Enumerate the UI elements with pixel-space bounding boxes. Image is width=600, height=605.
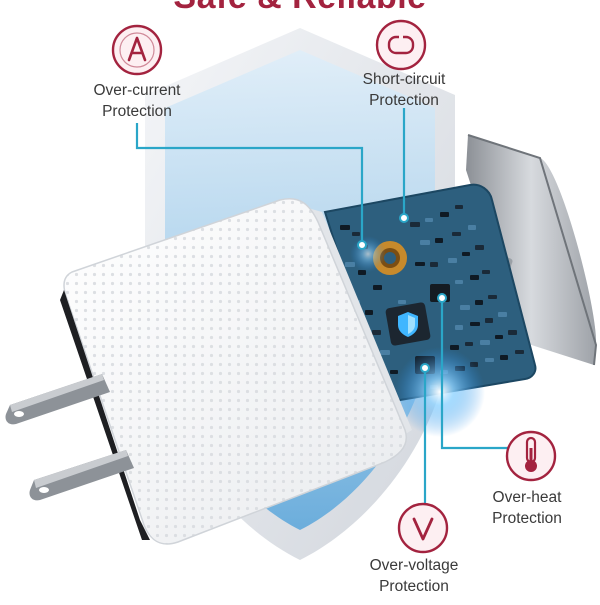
pcb-component (410, 222, 420, 227)
pcb-component (430, 262, 438, 267)
pcb-component (380, 350, 390, 355)
pcb-component (488, 295, 497, 299)
pcb-component (340, 225, 350, 230)
callout-lines (135, 108, 508, 505)
pcb-component (452, 232, 461, 236)
charger-body (60, 198, 412, 545)
pcb-component (482, 270, 490, 274)
pcb-component (470, 322, 480, 326)
feature-label-short-circuit: Short-circuit Protection (362, 71, 446, 109)
pcb-component (455, 205, 463, 209)
current-icon (111, 24, 163, 76)
callout-line-over-current (135, 123, 364, 245)
pcb-component (420, 240, 430, 245)
pcb-component (373, 285, 382, 290)
voltage-icon (397, 502, 449, 554)
pcb-component (468, 225, 476, 230)
pcb-component (460, 305, 470, 310)
pcb-component (500, 355, 508, 360)
feature-label-over-current: Over-current Protection (93, 82, 181, 120)
pcb-component (440, 212, 449, 217)
thermometer-icon (505, 430, 557, 482)
pcb-component (475, 245, 484, 250)
pcb-component (448, 258, 457, 263)
pcb-component (415, 262, 425, 266)
pcb-component (390, 370, 398, 374)
pcb-component (470, 275, 479, 280)
pcb-component (462, 252, 470, 256)
pcb-component (352, 232, 360, 236)
pcb-component (498, 312, 507, 317)
pcb-component (495, 335, 503, 339)
pcb-component (372, 330, 381, 335)
pcb-component (345, 262, 355, 267)
pcb-component (365, 310, 373, 315)
pcb-component (515, 350, 524, 354)
pcb-component (425, 218, 433, 222)
callout-line-over-heat (440, 298, 508, 450)
pcb-component (485, 358, 494, 362)
pcb-component (465, 342, 473, 346)
pcb-component (508, 330, 517, 335)
pcb-component (398, 300, 406, 304)
headline: Safe & Reliable (0, 0, 600, 17)
pcb-component (480, 340, 490, 345)
callout-dots (357, 213, 447, 373)
pcb-component (455, 325, 463, 330)
pcb-component (435, 238, 443, 243)
circuit-board (323, 183, 537, 437)
pcb-component (475, 300, 483, 305)
feature-label-over-heat: Over-heat Protection (492, 489, 562, 527)
pcb-component (455, 280, 463, 284)
plug-prongs (5, 374, 134, 501)
short-circuit-icon (375, 19, 427, 71)
feature-label-over-voltage: Over-voltage Protection (369, 557, 459, 595)
pcb-component (485, 318, 493, 323)
